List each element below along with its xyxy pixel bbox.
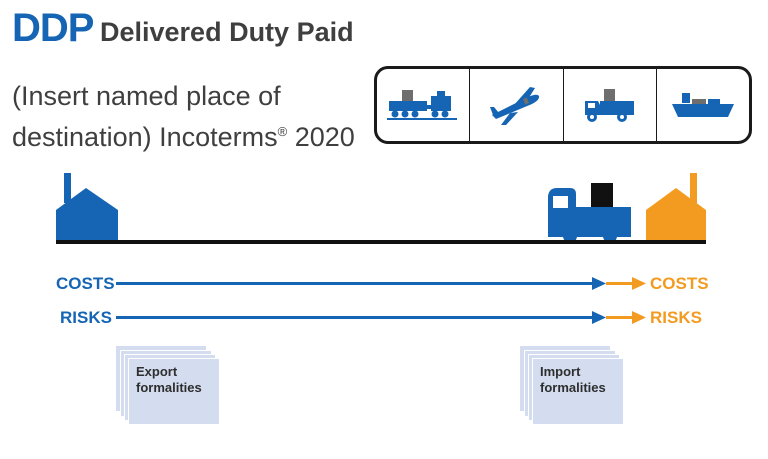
truck-icon (584, 89, 634, 122)
costs-arrow (116, 277, 646, 290)
transport-mode-ship (657, 69, 749, 141)
import-formalities-label: Import formalities (540, 364, 606, 396)
delivery-truck-icon (548, 183, 631, 243)
incoterm-code: DDP (12, 6, 94, 50)
subtitle-line-2-text: destination) Incoterms (12, 122, 278, 152)
incoterm-title: Delivered Duty Paid (100, 17, 354, 47)
subtitle-line-2: destination) Incoterms® 2020 (12, 116, 355, 153)
ship-icon (671, 93, 734, 117)
route-line (56, 240, 706, 244)
seller-factory-icon (56, 173, 118, 242)
airplane-icon (490, 87, 540, 125)
buyer-costs-label: COSTS (650, 274, 709, 293)
document-sheet (128, 358, 219, 424)
buyer-risks-label: RISKS (650, 308, 702, 327)
transport-mode-truck (564, 69, 657, 141)
subtitle-year: 2020 (294, 122, 355, 152)
train-icon (387, 90, 458, 120)
export-formalities-label: Export formalities (136, 364, 202, 396)
transport-mode-airplane (470, 69, 564, 141)
registered-mark: ® (277, 124, 288, 139)
import-formalities-line-2: formalities (540, 380, 606, 395)
import-formalities-line-1: Import (540, 364, 581, 379)
subtitle-line-1: (Insert named place of (12, 81, 281, 111)
transport-mode-train (377, 69, 471, 141)
risks-arrow (116, 311, 646, 324)
export-formalities-line-1: Export (136, 364, 178, 379)
export-formalities-line-2: formalities (136, 380, 202, 395)
seller-risks-label: RISKS (60, 308, 112, 327)
seller-costs-label: COSTS (56, 274, 115, 293)
document-sheet (532, 358, 623, 424)
transport-modes-panel (374, 66, 752, 144)
buyer-factory-icon (646, 173, 706, 242)
